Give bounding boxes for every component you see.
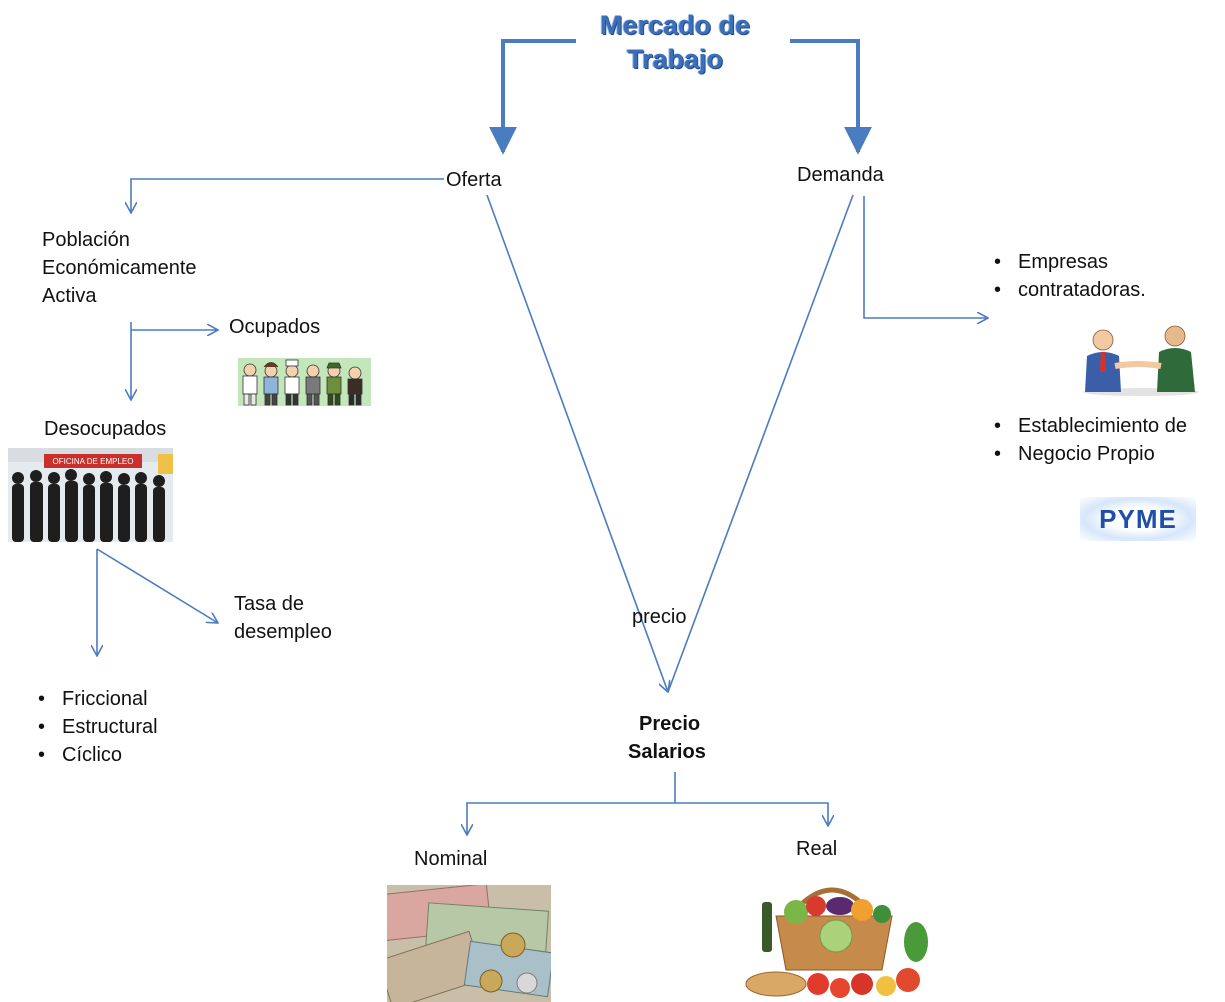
tasa-line-1: Tasa de — [234, 593, 305, 615]
negocio-line-2: Negocio Propio — [1018, 443, 1155, 465]
ocupados-label: Ocupados — [229, 316, 321, 338]
salarios-line-2: Salarios — [628, 741, 706, 763]
food-basket-image — [736, 872, 934, 1002]
demanda-to-empresas-arrow — [863, 196, 988, 318]
precio-label: precio — [632, 606, 687, 628]
tipo-estructural: Estructural — [36, 713, 158, 741]
oferta-to-pea-arrow — [131, 178, 444, 213]
empresas-item: Empresas contratadoras. — [992, 248, 1146, 304]
pea-line-2: Económicamente — [42, 257, 197, 279]
workers-image — [238, 358, 371, 406]
queue-silhouettes: OFICINA DE EMPLEO — [8, 448, 173, 542]
tipo-ciclico: Cíclico — [36, 741, 158, 769]
desocupados-to-tasa-arrow — [96, 548, 218, 623]
nominal-label: Nominal — [414, 848, 488, 870]
pyme-logo: PYME — [1080, 497, 1196, 541]
banknotes-illustration — [387, 885, 551, 1002]
business-illustration — [1075, 322, 1207, 396]
pea-line-1: Población — [42, 229, 130, 251]
title-to-oferta-arrow — [489, 39, 576, 155]
demanda-to-precio-line — [667, 194, 854, 693]
negocio-line-2-wrap: Negocio Propio — [992, 440, 1187, 468]
business-men-image — [1075, 322, 1207, 396]
empresas-line-2: contratadoras. — [1018, 279, 1146, 301]
food-basket-illustration — [736, 872, 934, 1002]
pea-line-3: Activa — [42, 285, 97, 307]
empresas-line-2-wrap: contratadoras. — [992, 276, 1146, 304]
oferta-to-precio-arrow — [486, 194, 668, 692]
tipo-friccional: Friccional — [36, 685, 158, 713]
office-sign-text: OFICINA DE EMPLEO — [53, 457, 134, 466]
empresas-line-1: Empresas — [992, 248, 1146, 276]
unemployment-office-image: OFICINA DE EMPLEO — [8, 448, 173, 542]
diagram-title: Mercado de Trabajo — [599, 10, 751, 74]
salarios-to-nominal-arrow — [467, 802, 675, 835]
oferta-label: Oferta — [446, 169, 502, 191]
negocio-item: Establecimiento de Negocio Propio — [992, 412, 1187, 468]
money-image — [387, 885, 551, 1002]
salarios-to-real-arrow — [675, 802, 828, 826]
title-to-demanda-arrow — [790, 39, 872, 155]
workers-illustration — [238, 358, 371, 406]
tasa-line-2: desempleo — [234, 621, 332, 643]
tipos-desempleo-list: Friccional Estructural Cíclico — [36, 685, 158, 769]
negocio-line-1: Establecimiento de — [992, 412, 1187, 440]
real-label: Real — [796, 838, 838, 860]
demanda-label: Demanda — [797, 164, 884, 186]
salarios-line-1: Precio — [639, 713, 701, 735]
desocupados-label: Desocupados — [44, 418, 167, 440]
